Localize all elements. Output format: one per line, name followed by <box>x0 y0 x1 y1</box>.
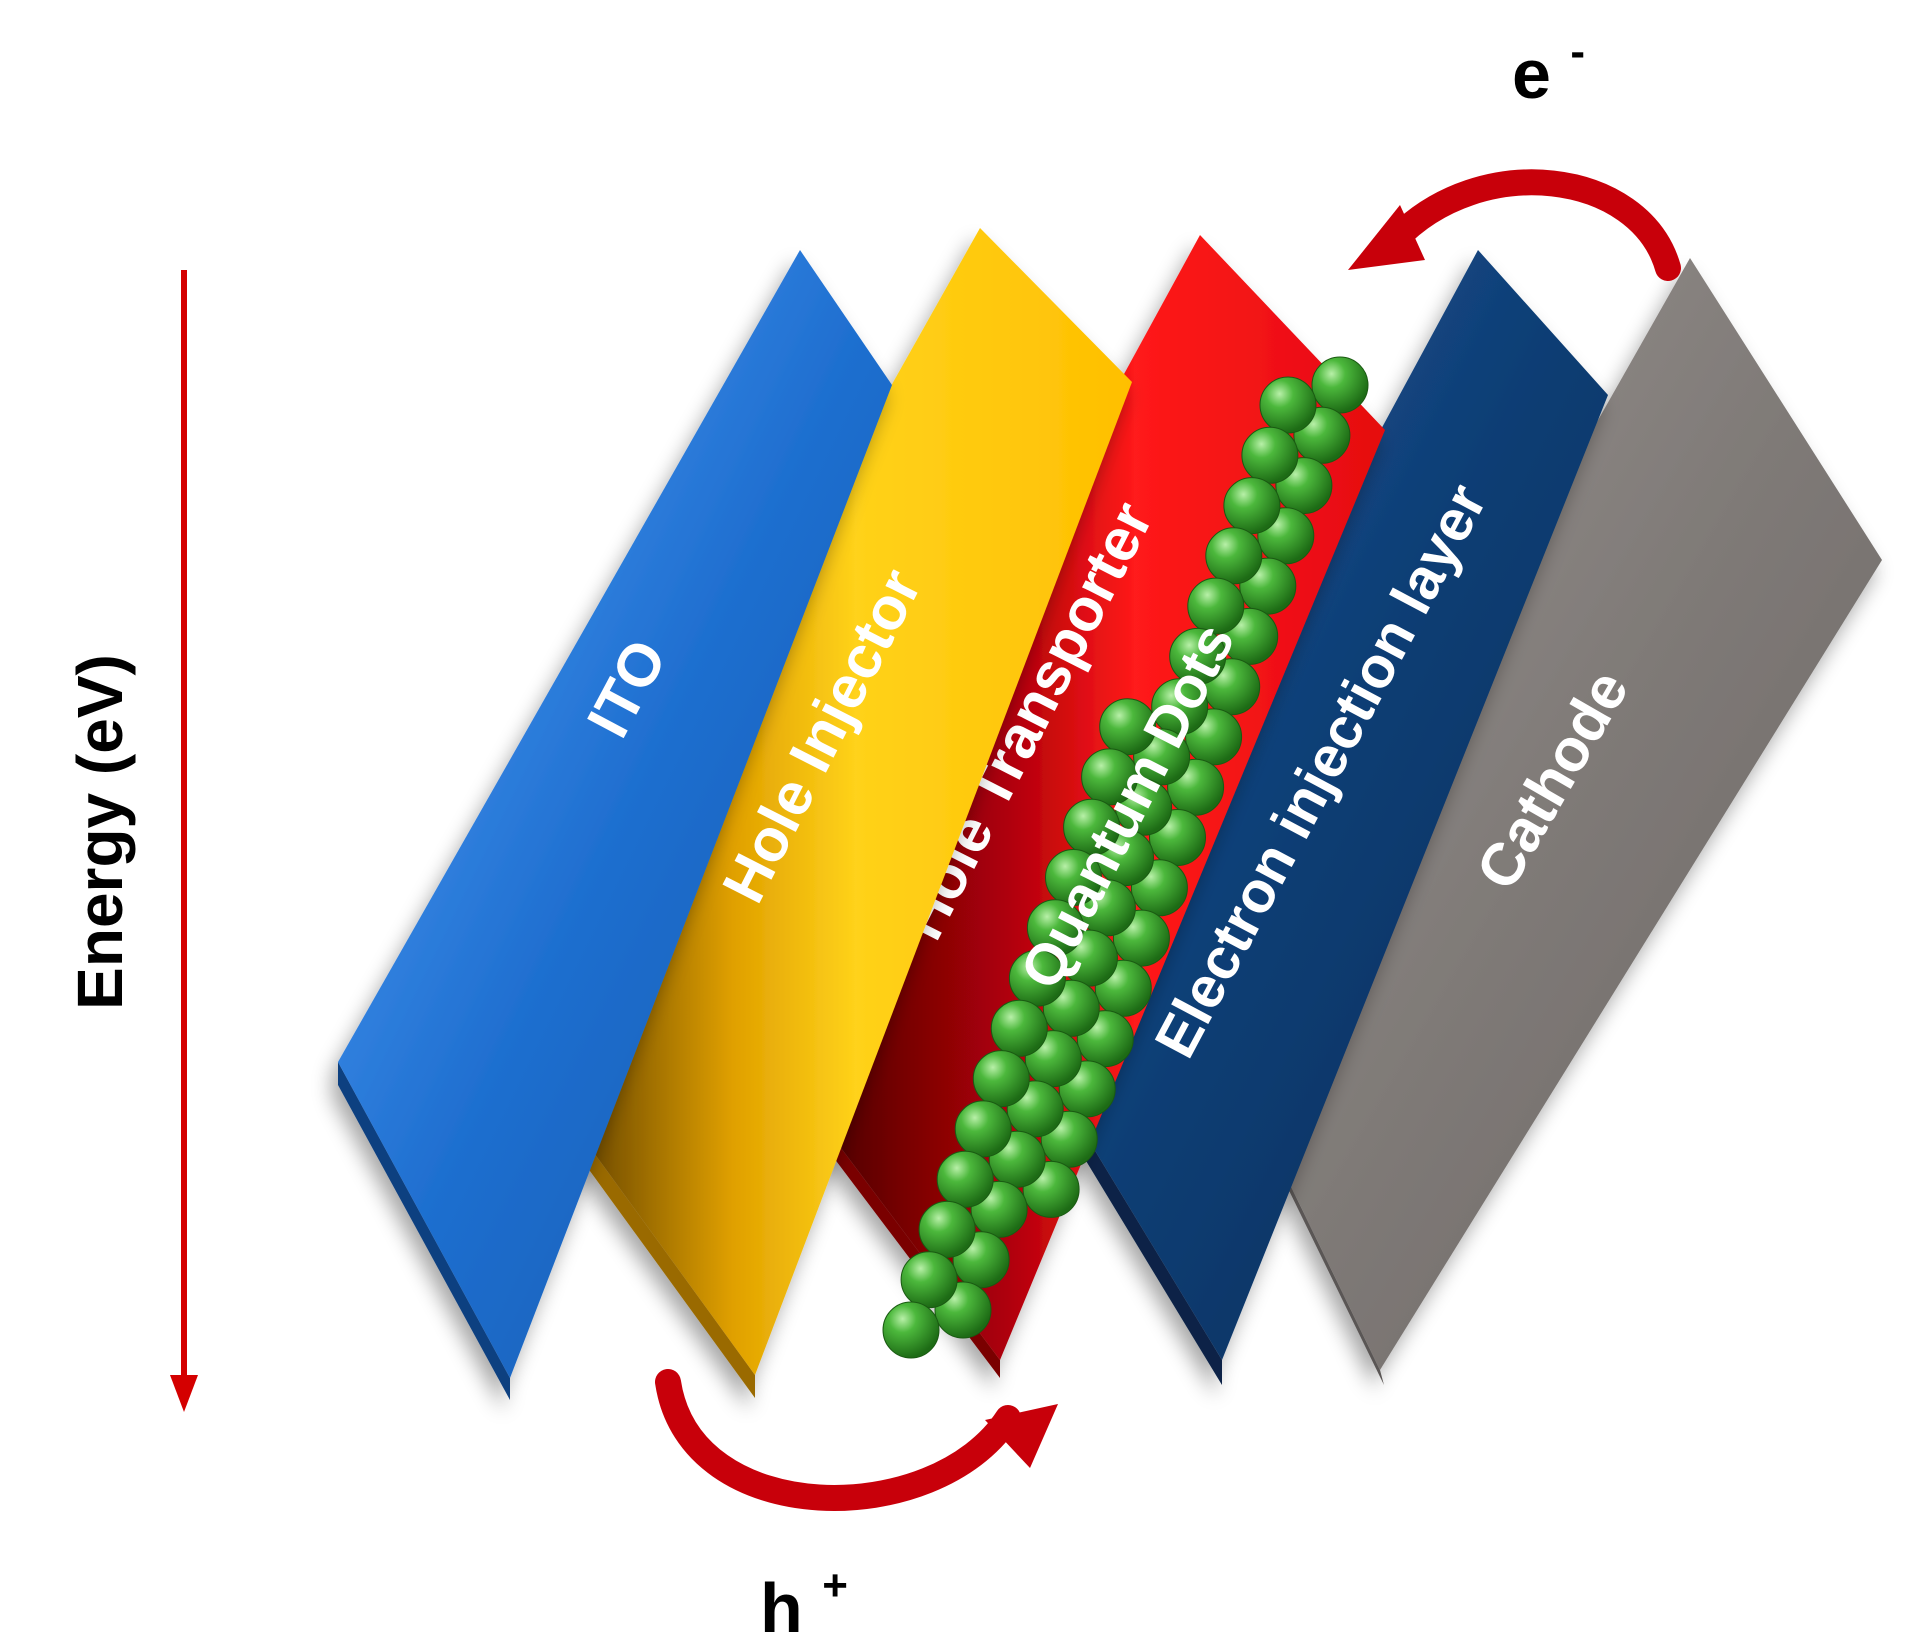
ito-side <box>338 1062 510 1400</box>
quantum-dot <box>1151 678 1209 736</box>
electron-arc <box>1382 169 1681 281</box>
electron-symbol: e - <box>1512 27 1585 113</box>
layer-ito: ITO <box>338 250 892 1400</box>
quantum-dot <box>882 1301 940 1359</box>
quantum-dot <box>990 999 1048 1057</box>
quantum-dot <box>1063 798 1121 856</box>
quantum-dot <box>1311 356 1369 414</box>
quantum-dot <box>900 1251 958 1309</box>
hole-symbol: h + <box>760 1561 848 1646</box>
quantum-dot <box>936 1150 994 1208</box>
electron-transfer-arrow: e - <box>1348 27 1681 281</box>
hole-arc <box>655 1369 1021 1511</box>
quantum-dot <box>1205 527 1263 585</box>
quantum-dot <box>1187 577 1245 635</box>
energy-axis: Energy (eV) <box>64 270 198 1412</box>
quantum-dot <box>1026 899 1084 957</box>
quantum-dot <box>1259 376 1317 434</box>
quantum-dot-cluster <box>882 356 1369 1359</box>
hole-arrowhead <box>985 1404 1058 1468</box>
energy-axis-arrowhead <box>170 1375 198 1412</box>
quantum-dot <box>1099 698 1157 756</box>
ito-face <box>338 250 892 1378</box>
quantum-dot <box>1081 748 1139 806</box>
layer-cathode: Cathode <box>1232 258 1882 1385</box>
quantum-dot <box>1008 949 1066 1007</box>
electron-arrowhead <box>1348 205 1425 270</box>
quantum-dot <box>954 1100 1012 1158</box>
hil-face <box>518 228 1132 1375</box>
quantum-dot <box>1169 627 1227 685</box>
quantum-dot <box>1045 849 1102 906</box>
quantum-dot <box>918 1200 976 1258</box>
electron-symbol-base: e <box>1512 35 1551 113</box>
quantum-dot <box>1241 426 1299 484</box>
electron-symbol-superscript: - <box>1570 27 1585 76</box>
eil-face <box>1040 250 1608 1360</box>
energy-axis-label: Energy (eV) <box>64 654 136 1010</box>
quantum-dot <box>972 1050 1030 1108</box>
hole-transfer-arrow: h + <box>655 1369 1058 1646</box>
quantum-dot <box>1223 477 1281 535</box>
hole-symbol-base: h <box>760 1569 803 1646</box>
hole-symbol-superscript: + <box>822 1561 848 1610</box>
cathode-face <box>1232 258 1882 1370</box>
